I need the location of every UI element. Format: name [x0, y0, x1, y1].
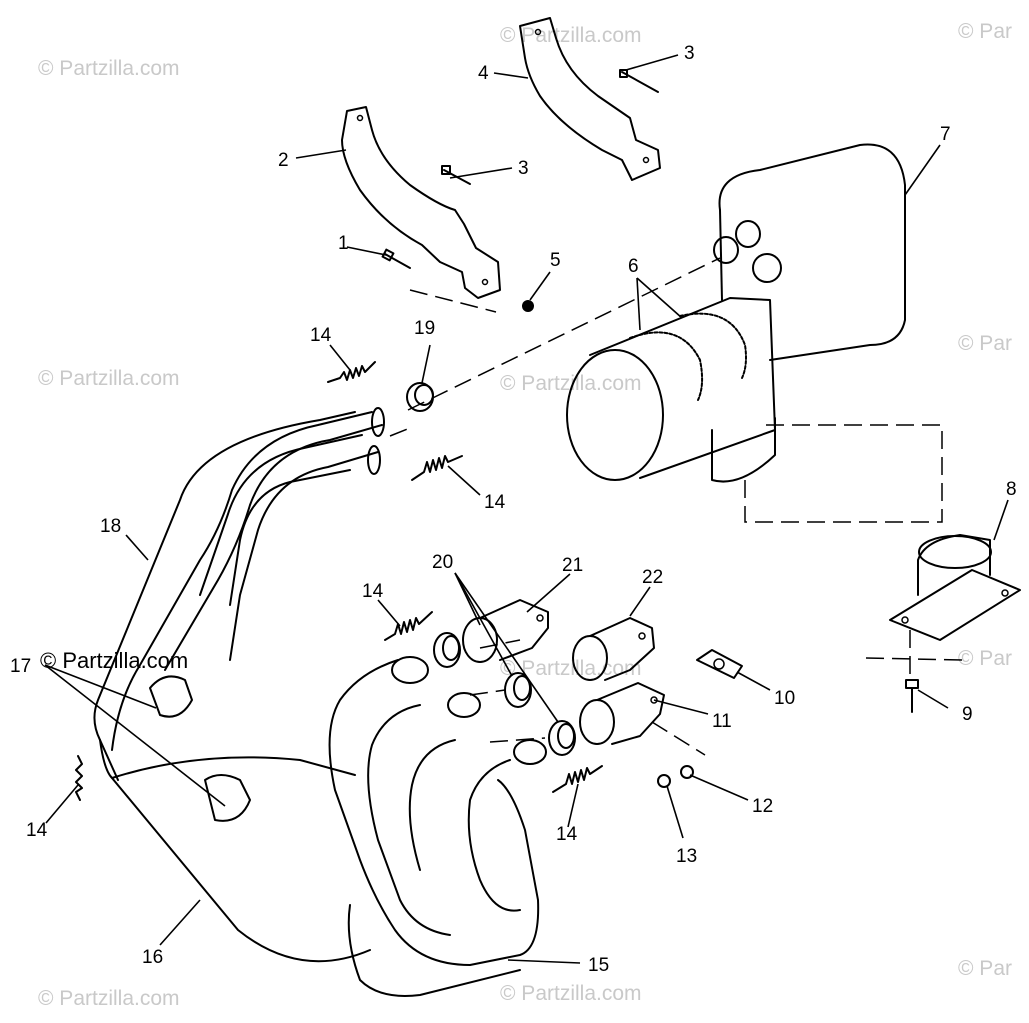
callout-1: 1	[338, 233, 349, 254]
callout-8: 8	[1006, 479, 1017, 500]
watermark: © Par	[958, 20, 1012, 43]
callout-21: 21	[562, 555, 583, 576]
callout-14: 14	[556, 824, 578, 845]
watermark: © Partzilla.com	[38, 987, 180, 1010]
callout-20: 20	[432, 552, 453, 573]
watermark: © Partzilla.com	[500, 24, 642, 47]
callout-7: 7	[940, 124, 951, 145]
callout-22: 22	[642, 567, 663, 588]
watermark: © Partzilla.com	[500, 372, 642, 395]
callout-14: 14	[310, 325, 332, 346]
watermark: © Par	[958, 332, 1012, 355]
muffler-7	[566, 143, 906, 483]
bracket-4	[519, 17, 661, 181]
bracket-2	[341, 106, 501, 299]
header-pipes-18	[93, 407, 385, 781]
springs-14	[75, 361, 603, 801]
fasteners	[381, 69, 919, 788]
callout-14: 14	[26, 820, 48, 841]
callout-12: 12	[752, 796, 773, 817]
watermark: © Partzilla.com	[38, 57, 180, 80]
watermark: © Par	[958, 647, 1012, 670]
assembly-lines	[389, 257, 963, 756]
callout-4: 4	[478, 63, 489, 84]
callout-5: 5	[550, 250, 561, 271]
callout-11: 11	[712, 711, 732, 732]
watermark: © Par	[958, 957, 1012, 980]
clamp-19	[406, 382, 434, 412]
watermark: © Partzilla.com	[500, 982, 642, 1005]
callout-10: 10	[774, 688, 795, 709]
callout-13: 13	[676, 846, 697, 867]
callout-3: 3	[518, 158, 529, 179]
callout-6: 6	[628, 256, 639, 277]
exhaust-flanges	[462, 599, 665, 745]
callout-2: 2	[278, 150, 289, 171]
manifold-16	[99, 675, 371, 963]
callout-numbers: 1 2 3 3 4 5 6 7 8 9 10 11 12 13 14 14 14…	[10, 43, 1017, 976]
callout-15: 15	[588, 955, 609, 976]
gasket-10	[696, 649, 743, 679]
seal-rings-20	[433, 632, 576, 756]
callout-19: 19	[414, 318, 435, 339]
callout-3: 3	[684, 43, 695, 64]
callout-9: 9	[962, 704, 973, 725]
flange-8	[889, 534, 1021, 641]
watermark: © Partzilla.com	[38, 367, 180, 390]
callout-17: 17	[10, 656, 31, 677]
callout-14: 14	[484, 492, 506, 513]
watermark-layer: © Partzilla.com © Partzilla.com © Par © …	[38, 20, 1012, 1010]
callout-14: 14	[362, 581, 384, 602]
y-pipe-15	[328, 656, 547, 997]
callout-16: 16	[142, 947, 163, 968]
leader-lines	[44, 54, 1009, 964]
callout-18: 18	[100, 516, 121, 537]
